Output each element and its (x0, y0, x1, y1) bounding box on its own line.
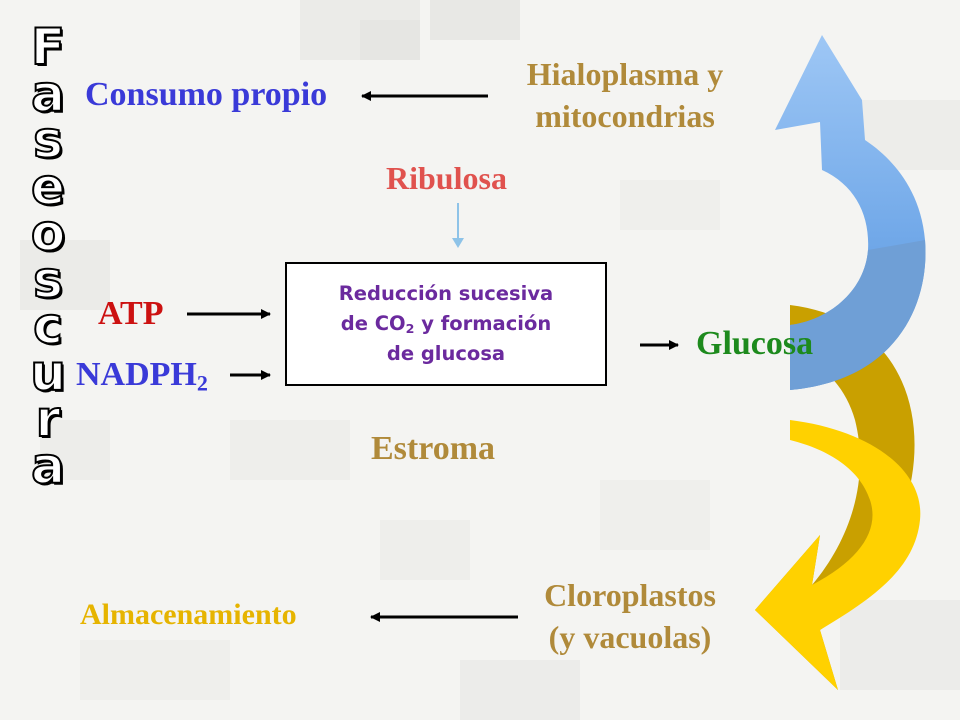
label-cloroplastos-line1: Cloroplastos (544, 577, 716, 613)
label-ribulosa: Ribulosa (386, 160, 507, 196)
process-line3: de glucosa (386, 342, 506, 365)
vertical-title-fase-oscura: F a s e o s c u r a (8, 18, 88, 495)
arrow-ribulosa-head (452, 238, 464, 248)
title-letter: a (30, 64, 66, 123)
label-consumo-propio: Consumo propio (85, 76, 328, 113)
label-cloroplastos-line2: (y vacuolas) (548, 619, 712, 655)
label-nadph-text: NADPH (76, 356, 197, 393)
title-letter: a (30, 436, 66, 495)
process-line2-sub: 2 (405, 321, 415, 337)
label-estroma: Estroma (371, 430, 496, 467)
title-letter: c (32, 297, 64, 355)
label-glucosa: Glucosa (696, 325, 814, 362)
label-hialoplasma-line2: mitocondrias (535, 98, 715, 134)
yellow-curved-arrow-highlight (755, 420, 921, 690)
label-nadph: NADPH2 (76, 356, 208, 394)
label-nadph-subscript: 2 (196, 370, 208, 396)
title-letter: u (29, 343, 67, 402)
blue-curved-arrow-shade (790, 240, 926, 390)
title-letter: s (32, 250, 64, 309)
process-line2-post: y formación (414, 312, 552, 335)
title-letter: r (35, 390, 62, 448)
process-line2-pre: de CO (340, 312, 406, 335)
label-almacenamiento: Almacenamiento (80, 598, 297, 631)
label-cloroplastos: Cloroplastos (y vacuolas) (495, 574, 765, 658)
label-atp: ATP (98, 295, 164, 332)
process-line2: de CO2 y formación (339, 309, 553, 339)
title-letter: F (30, 18, 66, 76)
title-letter: o (30, 204, 66, 262)
process-box: Reducción sucesiva de CO2 y formación de… (285, 262, 607, 386)
title-letter: s (32, 111, 64, 169)
label-hialoplasma-line1: Hialoplasma y (526, 56, 724, 92)
label-hialoplasma: Hialoplasma y mitocondrias (490, 53, 760, 137)
process-line1: Reducción sucesiva (338, 282, 554, 305)
title-letter: e (30, 157, 66, 216)
